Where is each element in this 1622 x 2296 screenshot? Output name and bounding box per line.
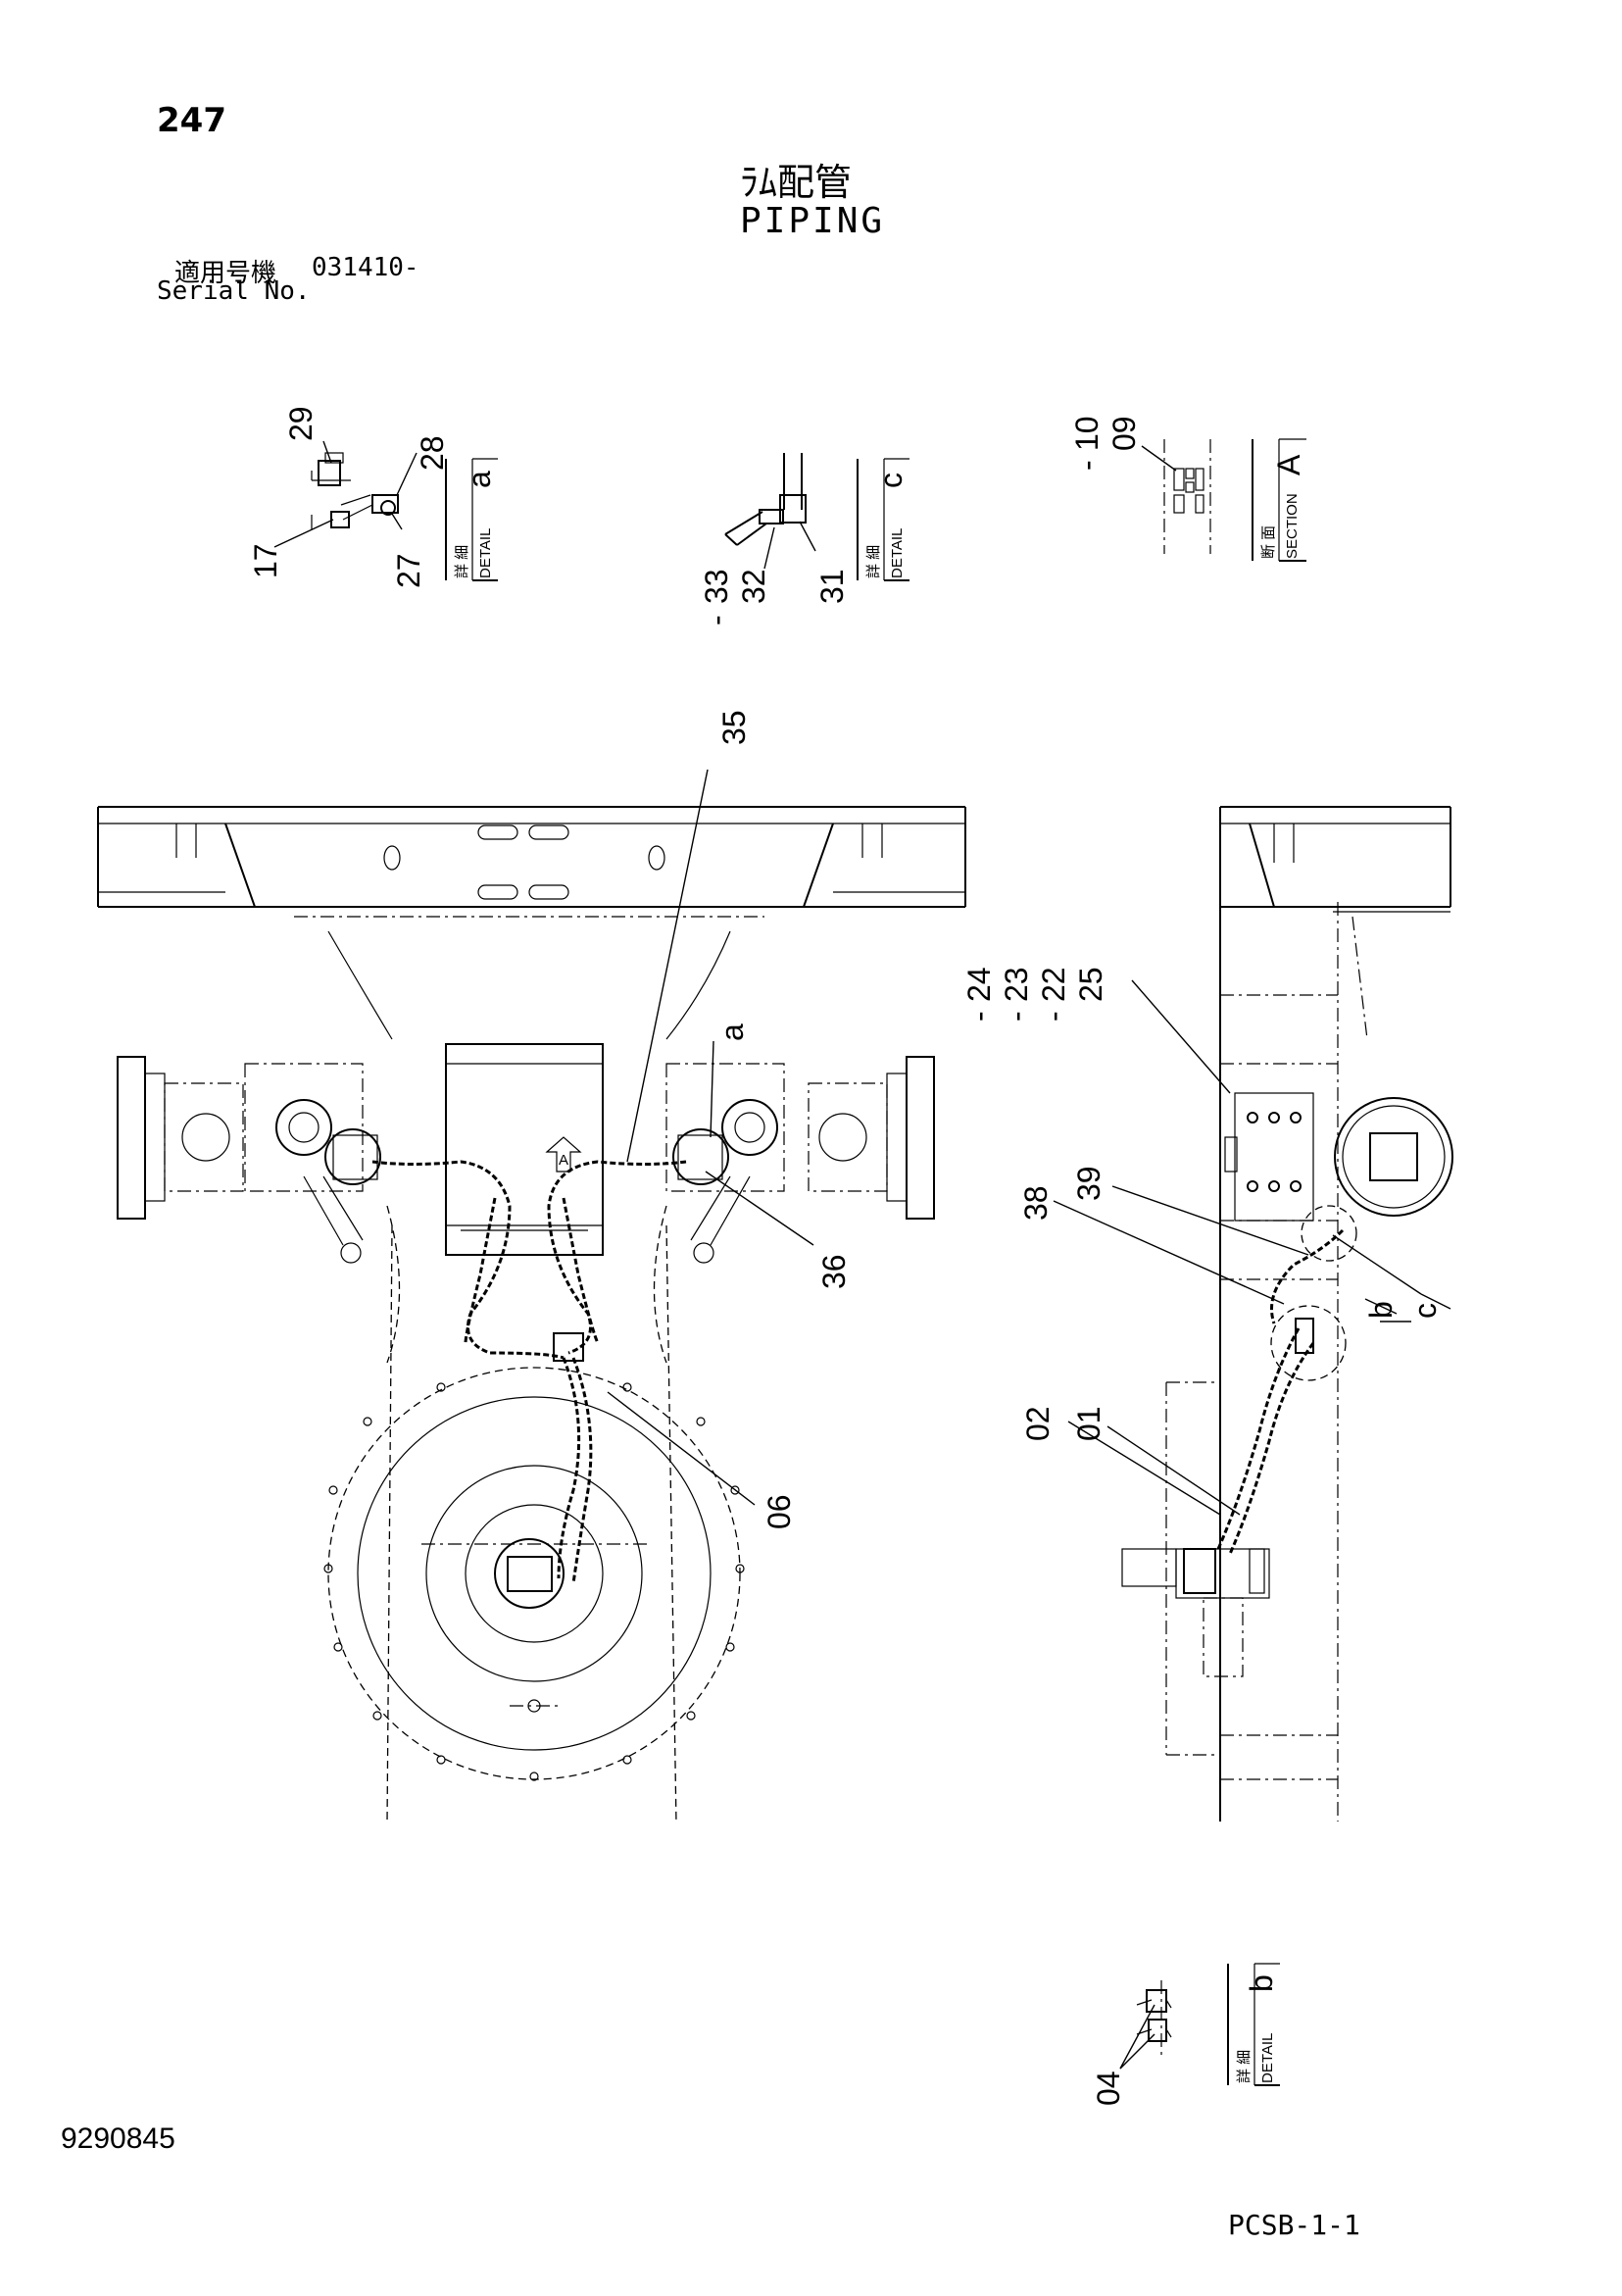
section-box-a: 断 面 SECTION A	[1252, 438, 1306, 562]
callout-28: 28	[415, 435, 450, 471]
callout-23: 23	[999, 967, 1034, 1002]
side-frame-view	[1053, 806, 1453, 1822]
callout-32: 32	[736, 569, 771, 604]
title-japanese: ﾗﾑ配管	[740, 161, 853, 204]
detail-c-jp: 詳 細	[865, 545, 882, 578]
callout-31: 31	[814, 569, 850, 604]
detail-b-view	[1119, 1980, 1172, 2070]
detail-c-en: DETAIL	[889, 528, 906, 578]
section-a-letter: A	[1271, 454, 1306, 475]
callout-39: 39	[1071, 1166, 1106, 1201]
ref-c: c	[1407, 1303, 1443, 1319]
callout-02: 02	[1020, 1406, 1056, 1441]
callout-29: 29	[283, 406, 319, 441]
detail-b-en: DETAIL	[1259, 2033, 1276, 2083]
page-number: 247	[157, 101, 226, 140]
detail-box-c: 詳 細 DETAIL c	[857, 458, 909, 581]
section-a-jp: 断 面	[1260, 525, 1277, 559]
main-view-arrow-label: A	[559, 1152, 568, 1169]
callout-23-dash: -	[999, 1011, 1034, 1022]
ref-a: a	[714, 1023, 750, 1041]
detail-c-letter: c	[873, 473, 909, 488]
callout-25: 25	[1073, 967, 1108, 1002]
callout-22: 22	[1036, 967, 1071, 1002]
callout-33-dash: -	[699, 615, 734, 625]
callout-24: 24	[961, 967, 997, 1002]
detail-a-view	[273, 440, 418, 548]
callout-27: 27	[391, 553, 426, 588]
callout-33: 33	[699, 569, 734, 604]
serial-number-value: 031410-	[312, 253, 419, 282]
detail-a-jp: 詳 細	[454, 545, 470, 578]
callout-24-dash: -	[961, 1011, 997, 1022]
serial-label-english: Serial No.	[157, 276, 311, 306]
callout-22-dash: -	[1036, 1011, 1071, 1022]
callout-04: 04	[1091, 2071, 1126, 2106]
detail-box-b: 詳 細 DETAIL b	[1227, 1963, 1280, 2086]
section-a-view	[1141, 439, 1211, 554]
serial-label-japanese: 適用号機	[174, 259, 277, 288]
title-english: PIPING	[740, 201, 886, 241]
detail-b-jp: 詳 細	[1236, 2050, 1253, 2083]
document-number: 9290845	[61, 2122, 175, 2155]
detail-c-view	[724, 453, 816, 570]
ref-b: b	[1363, 1301, 1399, 1319]
detail-a-en: DETAIL	[477, 528, 494, 578]
detail-box-a: 詳 細 DETAIL a	[445, 458, 498, 581]
callout-35: 35	[716, 710, 752, 745]
sheet-code: PCSB-1-1	[1228, 2209, 1360, 2241]
detail-a-letter: a	[462, 471, 497, 488]
main-frame-view: A	[97, 769, 966, 1824]
callout-06: 06	[762, 1494, 797, 1529]
callout-09: 09	[1106, 416, 1142, 451]
callout-17: 17	[248, 543, 283, 578]
callout-36: 36	[816, 1254, 852, 1289]
callout-10-dash: -	[1069, 460, 1105, 471]
callout-01: 01	[1071, 1406, 1106, 1441]
detail-b-letter: b	[1244, 1974, 1279, 1992]
callout-10: 10	[1069, 416, 1105, 451]
section-a-en: SECTION	[1284, 493, 1301, 559]
callout-38: 38	[1018, 1185, 1054, 1221]
